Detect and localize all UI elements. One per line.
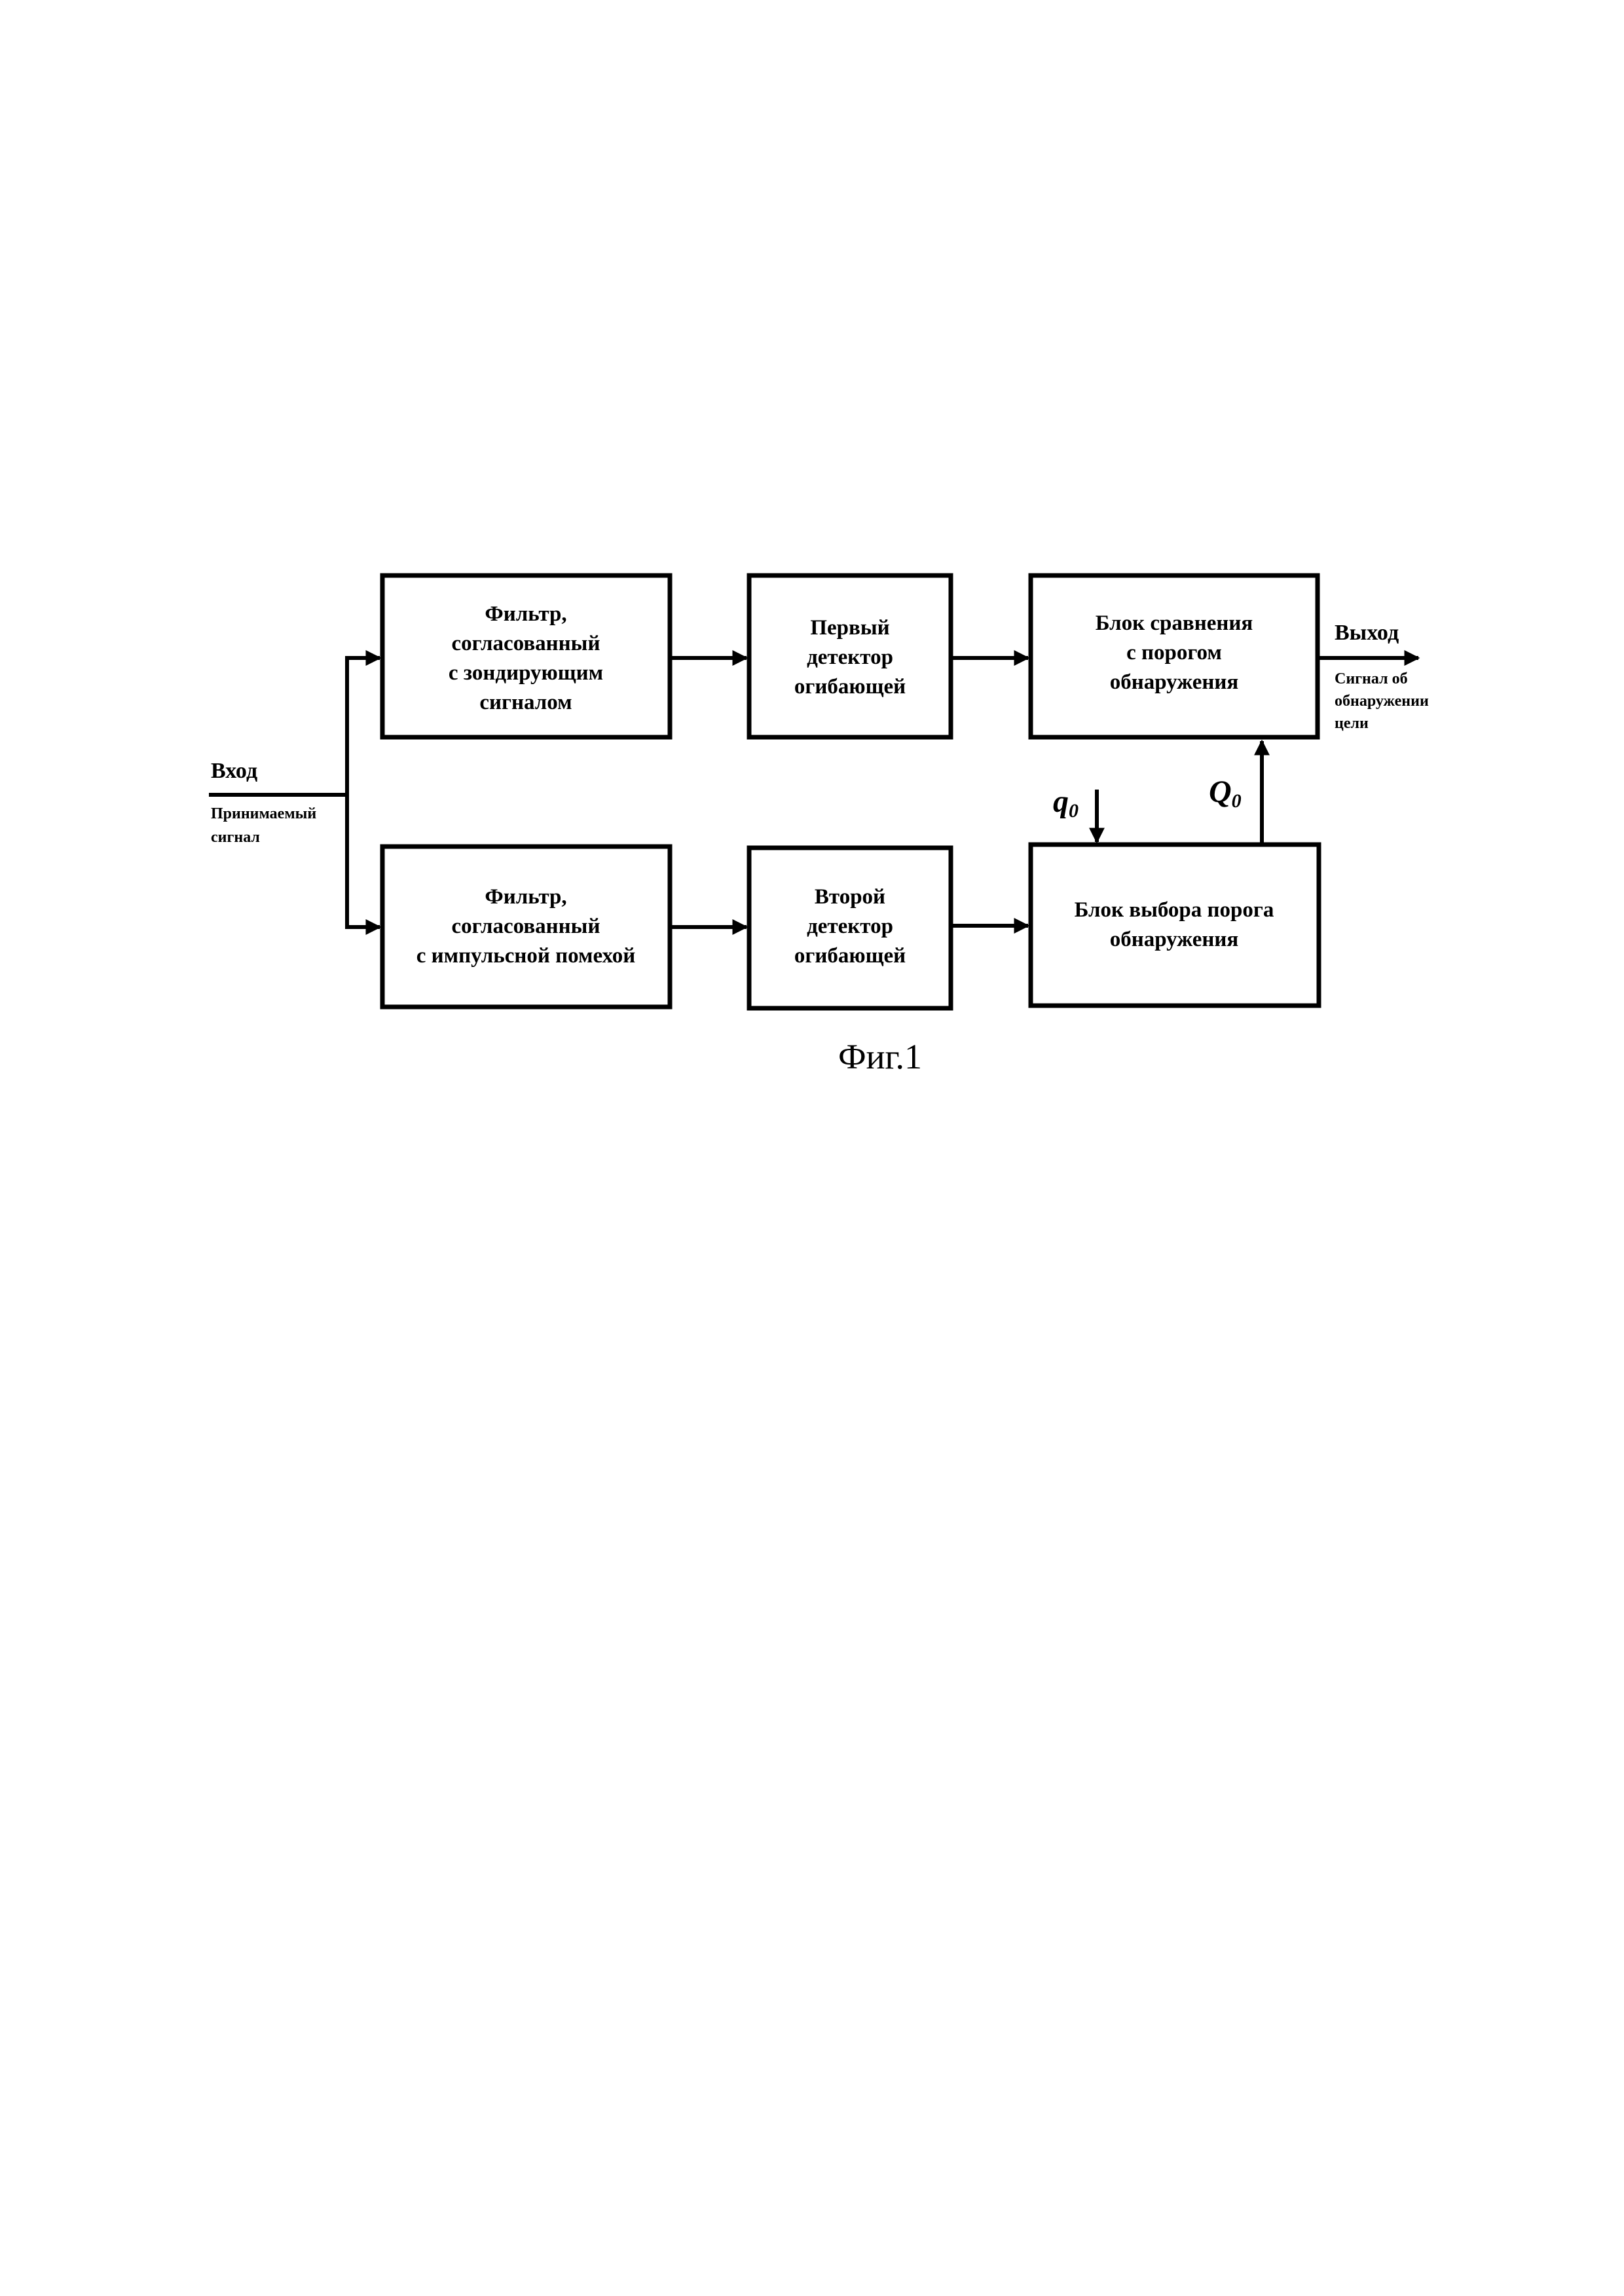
detector1-label: Первый детектор огибающей <box>794 616 906 699</box>
figure-caption: Фиг.1 <box>838 1037 922 1076</box>
svg-text:детектор: детектор <box>807 646 893 669</box>
detector1-block <box>747 573 953 740</box>
svg-text:Фильтр,: Фильтр, <box>485 602 566 626</box>
Q0-symbol: Q0 <box>1209 774 1242 812</box>
svg-text:с зондирующим: с зондирующим <box>449 661 603 685</box>
svg-text:согласованный: согласованный <box>452 632 600 655</box>
output-desc-3: цели <box>1335 715 1369 732</box>
output-desc-2: обнаружении <box>1335 693 1429 710</box>
comparator-label: Блок сравнения с порогом обнаружения <box>1096 611 1253 694</box>
svg-text:Блок сравнения: Блок сравнения <box>1096 611 1253 635</box>
input-desc-1: Принимаемый <box>211 805 316 822</box>
svg-text:с импульсной помехой: с импульсной помехой <box>416 944 636 968</box>
threshold-selector-block <box>1028 842 1321 1008</box>
filter-probe-block <box>380 573 673 740</box>
input-label: Вход <box>211 759 257 783</box>
output-desc-1: Сигнал об <box>1335 670 1408 687</box>
output-label: Выход <box>1335 621 1399 645</box>
svg-text:Второй: Второй <box>815 885 885 909</box>
svg-text:огибающей: огибающей <box>794 944 906 968</box>
detector2-label: Второй детектор огибающей <box>794 885 906 968</box>
filter-probe-label: Фильтр, согласованный с зондирующим сигн… <box>449 602 603 714</box>
filter-impulse-block <box>380 844 673 1010</box>
svg-text:с порогом: с порогом <box>1126 641 1222 665</box>
input-desc-2: сигнал <box>211 829 260 846</box>
detector2-block <box>747 845 953 1011</box>
comparator-block <box>1028 573 1320 740</box>
svg-text:согласованный: согласованный <box>452 915 600 938</box>
svg-text:детектор: детектор <box>807 915 893 938</box>
svg-text:сигналом: сигналом <box>479 691 572 714</box>
svg-text:Фильтр,: Фильтр, <box>485 885 566 909</box>
svg-text:Блок выбора порога: Блок выбора порога <box>1075 898 1274 922</box>
svg-text:Первый: Первый <box>810 616 889 640</box>
threshold-selector-label: Блок выбора порога обнаружения <box>1075 898 1274 951</box>
svg-text:обнаружения: обнаружения <box>1110 670 1239 694</box>
svg-text:огибающей: огибающей <box>794 675 906 699</box>
q0-symbol: q0 <box>1053 784 1079 822</box>
svg-text:обнаружения: обнаружения <box>1110 928 1239 951</box>
filter-impulse-label: Фильтр, согласованный с импульсной помех… <box>416 885 636 968</box>
